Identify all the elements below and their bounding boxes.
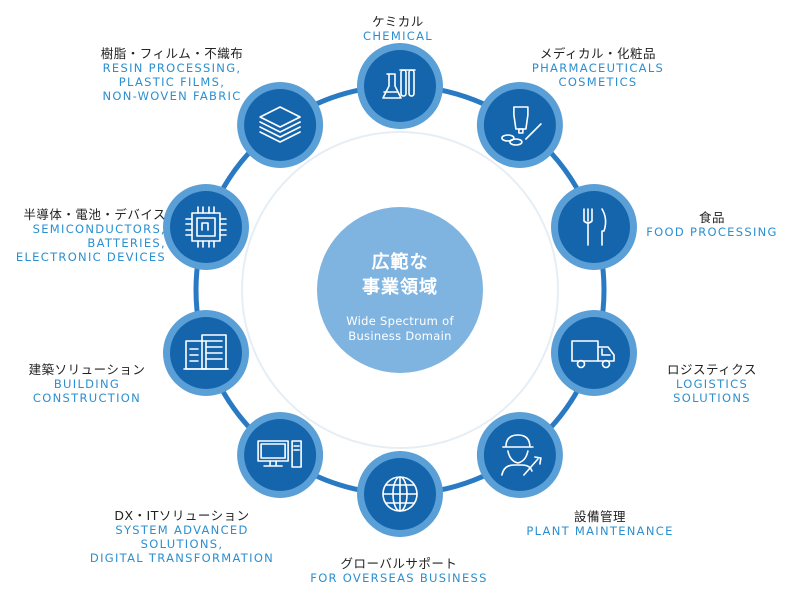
domain-node: [357, 43, 443, 129]
building-icon: [183, 334, 229, 370]
label-jp: 食品: [698, 210, 726, 225]
label-en: NON-WOVEN FABRIC: [102, 89, 242, 104]
microchip-icon: [185, 206, 227, 248]
label-resin: 樹脂・フィルム・不織布 RESIN PROCESSING, PLASTIC FI…: [101, 46, 244, 103]
label-jp: ロジスティクス: [667, 362, 757, 377]
label-global-support: グローバルサポート FOR OVERSEAS BUSINESS: [310, 556, 487, 585]
label-jp: メディカル・化粧品: [539, 46, 657, 61]
center-subtitle-line1: Wide Spectrum of: [346, 314, 454, 329]
label-en: ELECTRONIC DEVICES: [15, 250, 166, 265]
label-jp: 樹脂・フィルム・不織布: [100, 46, 244, 61]
label-en: PHARMACEUTICALS: [531, 61, 665, 76]
label-jp: 設備管理: [573, 509, 626, 524]
engineer-wrench-icon: [501, 434, 542, 476]
label-plant-maintenance: 設備管理 PLANT MAINTENANCE: [526, 509, 673, 538]
fork-knife-icon: [583, 208, 607, 246]
label-en: FOR OVERSEAS BUSINESS: [310, 571, 488, 586]
label-building: 建築ソリューション BUILDING CONSTRUCTION: [29, 362, 146, 405]
center-title-line2: 事業領域: [362, 277, 438, 299]
label-en: BATTERIES,: [87, 236, 166, 251]
label-en: CONSTRUCTION: [32, 391, 142, 406]
center-text: 広範な 事業領域 Wide Spectrum of Business Domai…: [318, 250, 482, 344]
label-jp: 建築ソリューション: [28, 362, 146, 377]
tube-syringe-pills-icon: [501, 106, 542, 146]
label-en: COSMETICS: [558, 75, 638, 90]
label-semiconductors: 半導体・電池・デバイス SEMICONDUCTORS, BATTERIES, E…: [16, 207, 166, 264]
label-en: CHEMICAL: [363, 29, 433, 44]
label-en: SOLUTIONS: [673, 391, 751, 406]
label-en: SOLUTIONS,: [140, 537, 224, 552]
label-jp: グローバルサポート: [340, 556, 458, 571]
label-jp: 半導体・電池・デバイス: [23, 207, 166, 222]
domain-node: [163, 184, 249, 270]
center-subtitle-line2: Business Domain: [348, 329, 452, 344]
domain-node: [237, 82, 324, 168]
label-en: DIGITAL TRANSFORMATION: [89, 551, 275, 566]
domain-node: [476, 412, 563, 498]
domain-node: [357, 451, 443, 537]
label-chemical: ケミカル CHEMICAL: [363, 14, 433, 43]
domain-node: [551, 184, 637, 270]
globe-icon: [382, 476, 418, 512]
center-title: 広範な 事業領域: [318, 250, 482, 300]
label-en: FOOD PROCESSING: [646, 225, 778, 240]
label-en: SEMICONDUCTORS,: [32, 222, 166, 237]
label-en: LOGISTICS: [675, 377, 749, 392]
layers-film-icon: [259, 106, 301, 143]
flask-test-tubes-icon: [382, 69, 416, 99]
label-en: BUILDING: [53, 377, 121, 392]
label-en: PLASTIC FILMS,: [118, 75, 226, 90]
domain-node: [551, 310, 637, 396]
center-title-line1: 広範な: [371, 252, 429, 273]
center-subtitle: Wide Spectrum of Business Domain: [318, 314, 482, 344]
label-dx-it: DX・ITソリューション SYSTEM ADVANCED SOLUTIONS, …: [90, 508, 274, 565]
label-logistics: ロジスティクス LOGISTICS SOLUTIONS: [667, 362, 757, 405]
label-jp: DX・ITソリューション: [114, 508, 250, 523]
label-en: SYSTEM ADVANCED: [115, 523, 249, 538]
label-en: PLANT MAINTENANCE: [526, 524, 674, 539]
outer-thin-ring: [241, 131, 559, 449]
desktop-computer-icon: [257, 440, 302, 468]
center-circle: [317, 207, 483, 373]
domain-node: [476, 82, 563, 168]
label-pharmaceuticals: メディカル・化粧品 PHARMACEUTICALS COSMETICS: [532, 46, 664, 89]
label-jp: ケミカル: [372, 14, 424, 29]
label-food: 食品 FOOD PROCESSING: [646, 210, 778, 239]
delivery-truck-icon: [571, 340, 615, 369]
domain-node: [163, 310, 249, 396]
label-en: RESIN PROCESSING,: [102, 61, 242, 76]
domain-node: [237, 412, 324, 498]
